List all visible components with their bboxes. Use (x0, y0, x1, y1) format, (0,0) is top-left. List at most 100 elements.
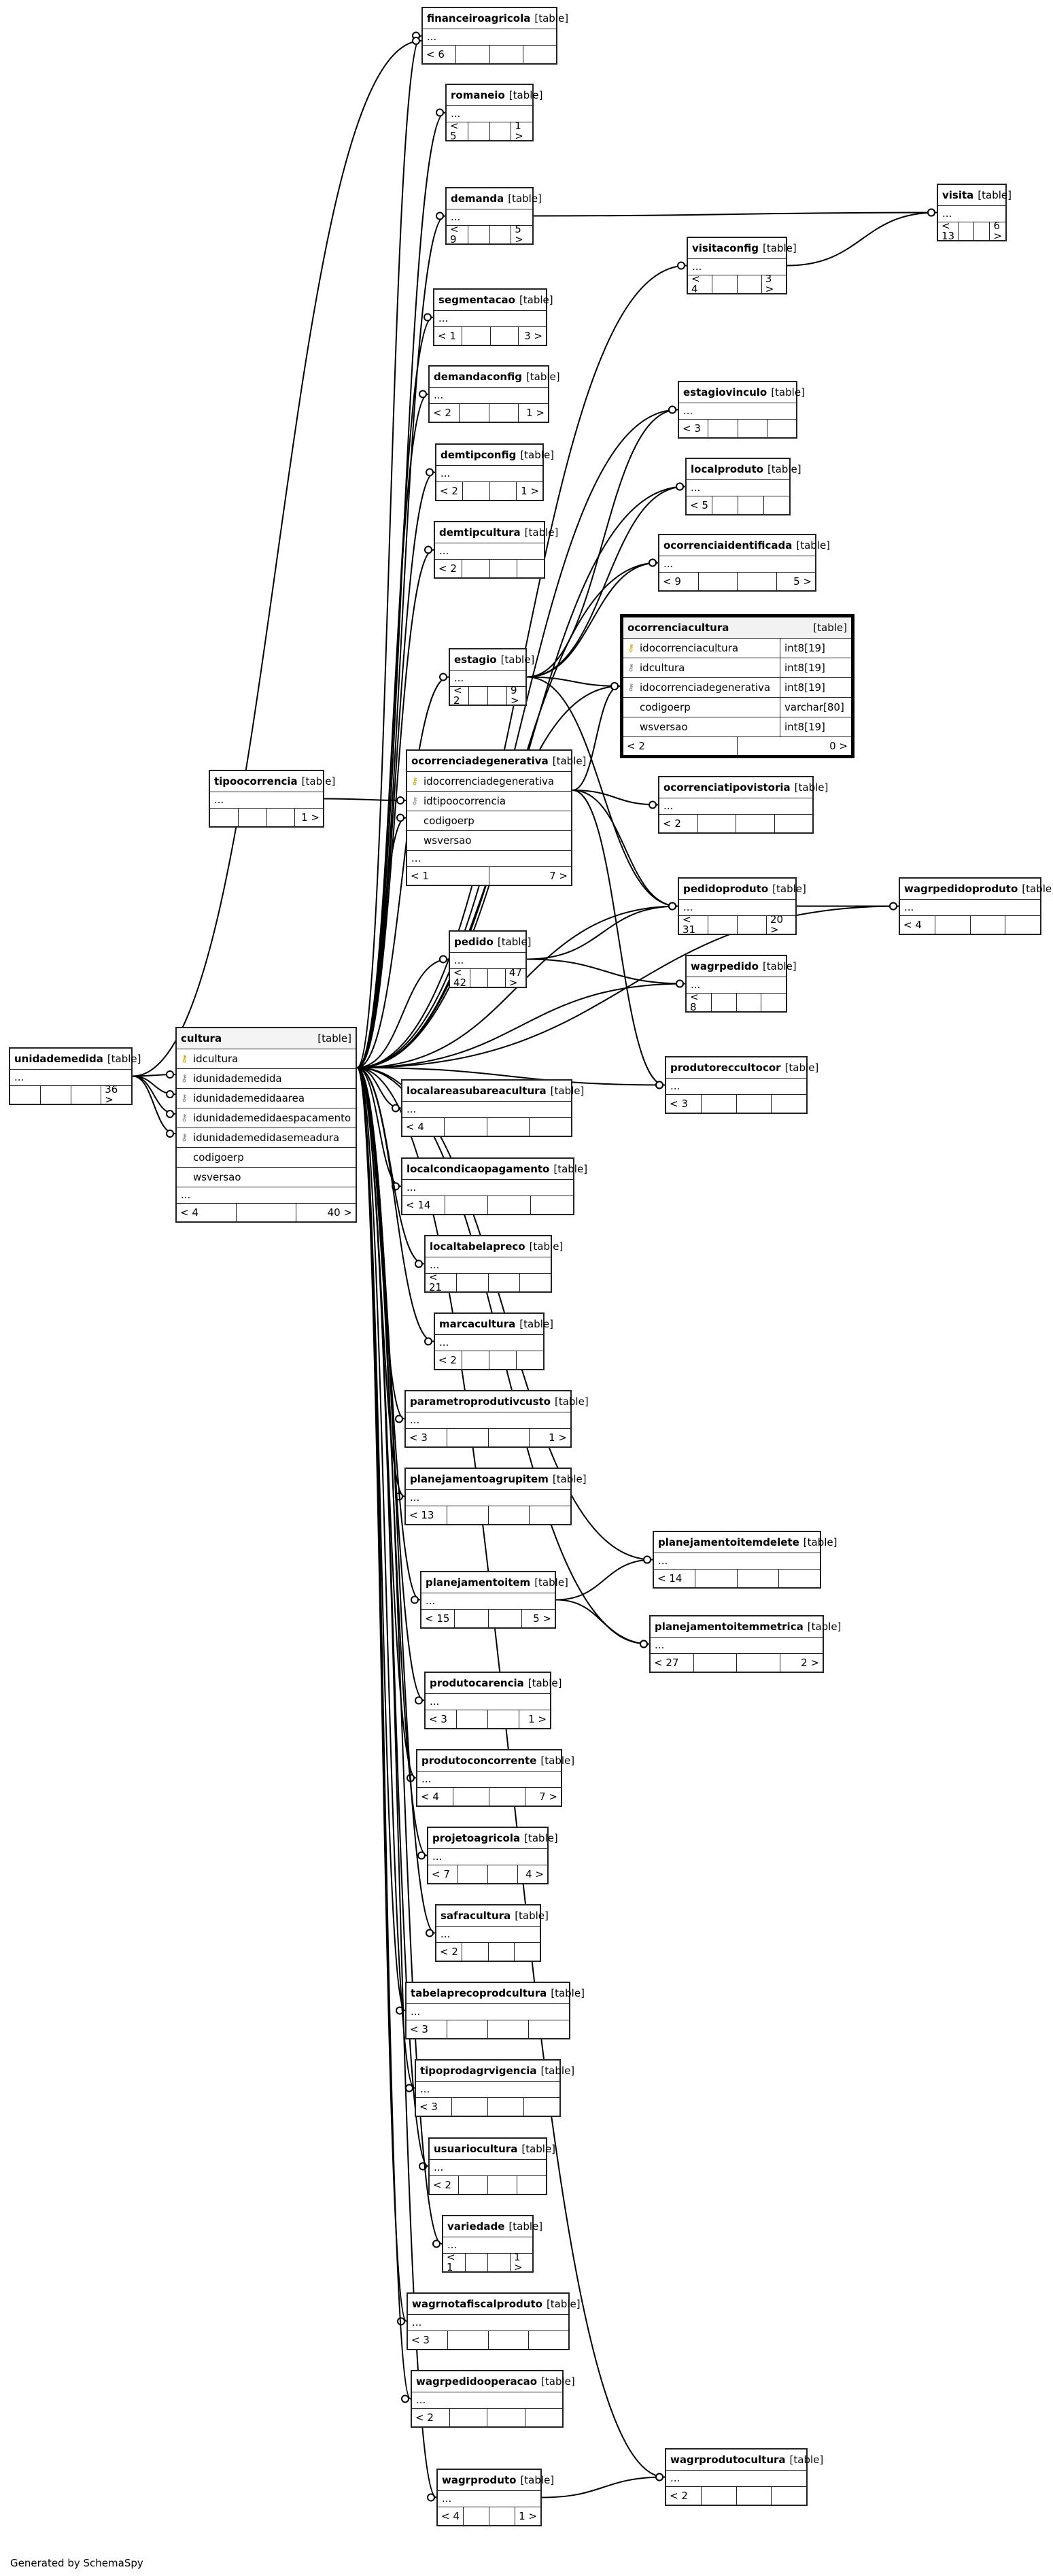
relationship-end-marker (610, 682, 619, 690)
column-row: ⚷idocorrenciadegenerativa (407, 772, 571, 792)
foreign-key-icon: ⚷ (181, 1113, 188, 1123)
table-name: demtipcultura (439, 526, 521, 539)
table-localcondicaopagamento[interactable]: localcondicaopagamento[table]...< 14 (401, 1157, 587, 1215)
table-name: tipoprodagrvigencia (420, 2064, 537, 2077)
table-name: romaneio (451, 88, 505, 101)
table-footer: < 2 (666, 2487, 806, 2505)
relationship-end-marker (415, 1696, 423, 1705)
table-tag: [table] (519, 1317, 553, 1330)
table-tipoocorrencia[interactable]: tipoocorrencia[table]...1 > (209, 770, 335, 828)
parent-count: < 21 (426, 1272, 458, 1293)
table-localproduto[interactable]: localproduto[table]...< 5 (685, 458, 801, 515)
table-financeiroagricola[interactable]: financeiroagricola[table]...< 6 (421, 7, 568, 65)
table-ellipsis: ... (687, 480, 789, 496)
table-wagrnotafiscalproduto[interactable]: wagrnotafiscalproduto[table]...< 3 (407, 2292, 581, 2350)
relationship-end-marker (668, 405, 676, 414)
table-produtoreccultocor[interactable]: produtoreccultocor[table]...< 3 (665, 1056, 818, 1114)
table-ocorrenciacultura[interactable]: ocorrenciacultura [table] ⚷idocorrenciac… (620, 614, 855, 758)
parent-count: < 2 (430, 2176, 459, 2194)
relationship-end-marker (676, 979, 684, 988)
table-marcacultura[interactable]: marcacultura[table]...< 2 (434, 1312, 553, 1370)
table-cultura[interactable]: cultura [table] ⚷idcultura ⚷idunidademed… (175, 1027, 357, 1223)
table-header: projetoagricola[table] (428, 1828, 558, 1849)
column-type: int8[19] (780, 678, 851, 697)
parent-count: < 14 (654, 1570, 696, 1587)
table-name: financeiroagricola (427, 12, 531, 24)
relationship-line (533, 211, 937, 217)
table-safracultura[interactable]: safracultura[table]...< 2 (435, 1904, 549, 1962)
table-tabelaprecoprodcultura[interactable]: tabelaprecoprodcultura[table]...< 3 (405, 1982, 585, 2039)
table-unidademedida[interactable]: unidademedida[table]...36 > (9, 1047, 141, 1105)
table-tag: [table] (552, 1472, 587, 1485)
table-header: romaneio[table] (447, 85, 542, 106)
table-tag: [table] (553, 1162, 588, 1175)
table-name: ocorrenciatipovistoria (663, 781, 791, 794)
relationship-line (572, 790, 659, 806)
table-usuariocultura[interactable]: usuariocultura[table]...< 2 (428, 2137, 555, 2195)
relationship-line (541, 2476, 666, 2498)
table-name: localcondicaopagamento (407, 1162, 550, 1175)
table-planejamentoagrupitem[interactable]: planejamentoagrupitem[table]...< 13 (404, 1468, 587, 1525)
table-footer: < 14 (654, 1570, 820, 1587)
children-count: 4 > (525, 1867, 544, 1880)
table-demtipcultura[interactable]: demtipcultura[table]...< 2 (434, 521, 558, 579)
children-count: 1 > (521, 484, 539, 497)
table-header: tipoprodagrvigencia[table] (416, 2061, 574, 2082)
table-ellipsis: ... (416, 2082, 559, 2098)
table-planejamentoitemdelete[interactable]: planejamentoitemdelete[table]...< 14 (653, 1531, 837, 1589)
table-name: cultura (181, 1032, 222, 1045)
table-footer: < 14 (402, 1196, 573, 1214)
table-ocorrenciadegenerativa[interactable]: ocorrenciadegenerativa [table] ⚷idocorre… (406, 749, 586, 886)
relationship-end-marker (436, 108, 444, 117)
parent-count: < 5 (447, 121, 468, 141)
table-localtabelapreco[interactable]: localtabelapreco[table]...< 21 (424, 1235, 563, 1293)
relationship-line (356, 676, 449, 1068)
table-tag: [table] (784, 1061, 819, 1074)
children-count: 1 > (301, 811, 320, 824)
parent-count: < 4 (900, 916, 935, 934)
table-wagrpedidooperacao[interactable]: wagrpedidooperacao[table]...< 2 (411, 2370, 575, 2428)
table-wagrpedido[interactable]: wagrpedido[table]...< 8 (685, 955, 797, 1013)
table-tag: [table] (978, 188, 1012, 201)
children-count (530, 1506, 570, 1524)
table-ellipsis: ... (654, 1553, 820, 1570)
table-wagrpedidoproduto[interactable]: wagrpedidoproduto[table]...< 4 (899, 877, 1053, 935)
relationship-end-marker (677, 261, 685, 270)
relationship-line (356, 817, 407, 1068)
table-tipoprodagrvigencia[interactable]: tipoprodagrvigencia[table]...< 3 (415, 2059, 574, 2117)
table-wagrprodutocultura[interactable]: wagrprodutocultura[table]...< 2 (665, 2448, 823, 2506)
table-ocorrenciatipovistoria[interactable]: ocorrenciatipovistoria[table]...< 2 (658, 776, 828, 834)
table-name: wagrproduto (442, 2473, 517, 2486)
table-ellipsis: ... (447, 209, 532, 226)
parent-count: < 14 (402, 1196, 445, 1214)
table-footer: < 13 (406, 1506, 570, 1524)
table-localareasubareacultura[interactable]: localareasubareacultura[table]...< 4 (401, 1079, 584, 1137)
table-estagiovinculo[interactable]: estagiovinculo[table]...< 3 (678, 381, 805, 439)
table-tag: [table] (520, 448, 555, 461)
relationship-end-marker (889, 902, 897, 911)
children-count: 47 > (508, 966, 522, 989)
parent-count: < 2 (412, 2409, 450, 2426)
